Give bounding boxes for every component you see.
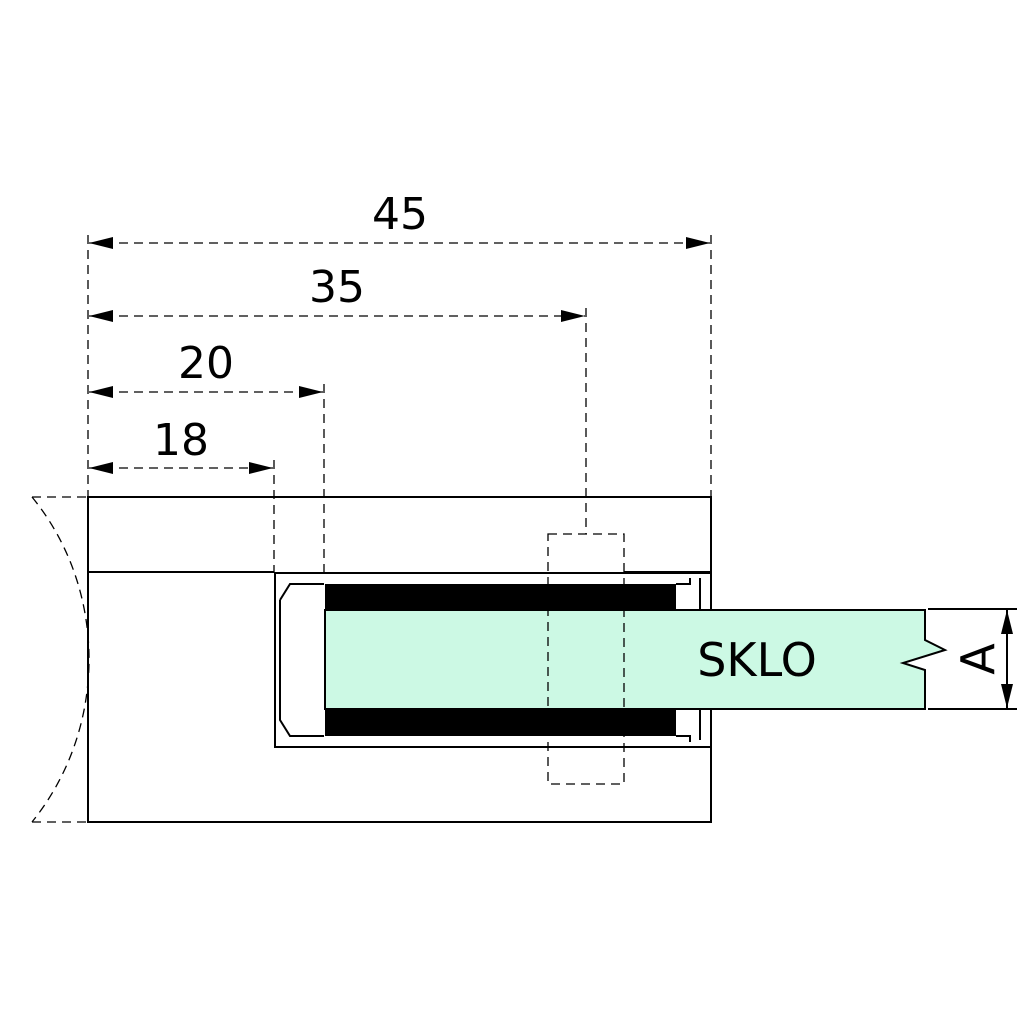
dimension-label-35: 35 — [309, 262, 365, 313]
post-break-lines — [31, 496, 90, 823]
glass-fill — [324, 609, 948, 710]
dimension-label-20: 20 — [178, 338, 234, 389]
gasket-profile — [279, 578, 701, 742]
dimension-lines — [89, 237, 710, 474]
gasket-top — [325, 584, 676, 610]
dimension-label-45: 45 — [372, 189, 428, 240]
bolt-outline — [547, 533, 625, 785]
extension-lines — [87, 235, 712, 584]
dimension-label-18: 18 — [153, 415, 209, 466]
thickness-label: A — [951, 643, 1005, 675]
bolt-hidden-lines — [547, 533, 625, 785]
glass-label: SKLO — [697, 633, 817, 687]
dimension-labels: 45 35 20 18 — [153, 189, 428, 466]
thickness-dimension: A — [928, 608, 1017, 710]
glass-pane: SKLO — [324, 609, 948, 710]
break-curve — [31, 496, 90, 823]
gasket-bottom — [325, 710, 676, 736]
